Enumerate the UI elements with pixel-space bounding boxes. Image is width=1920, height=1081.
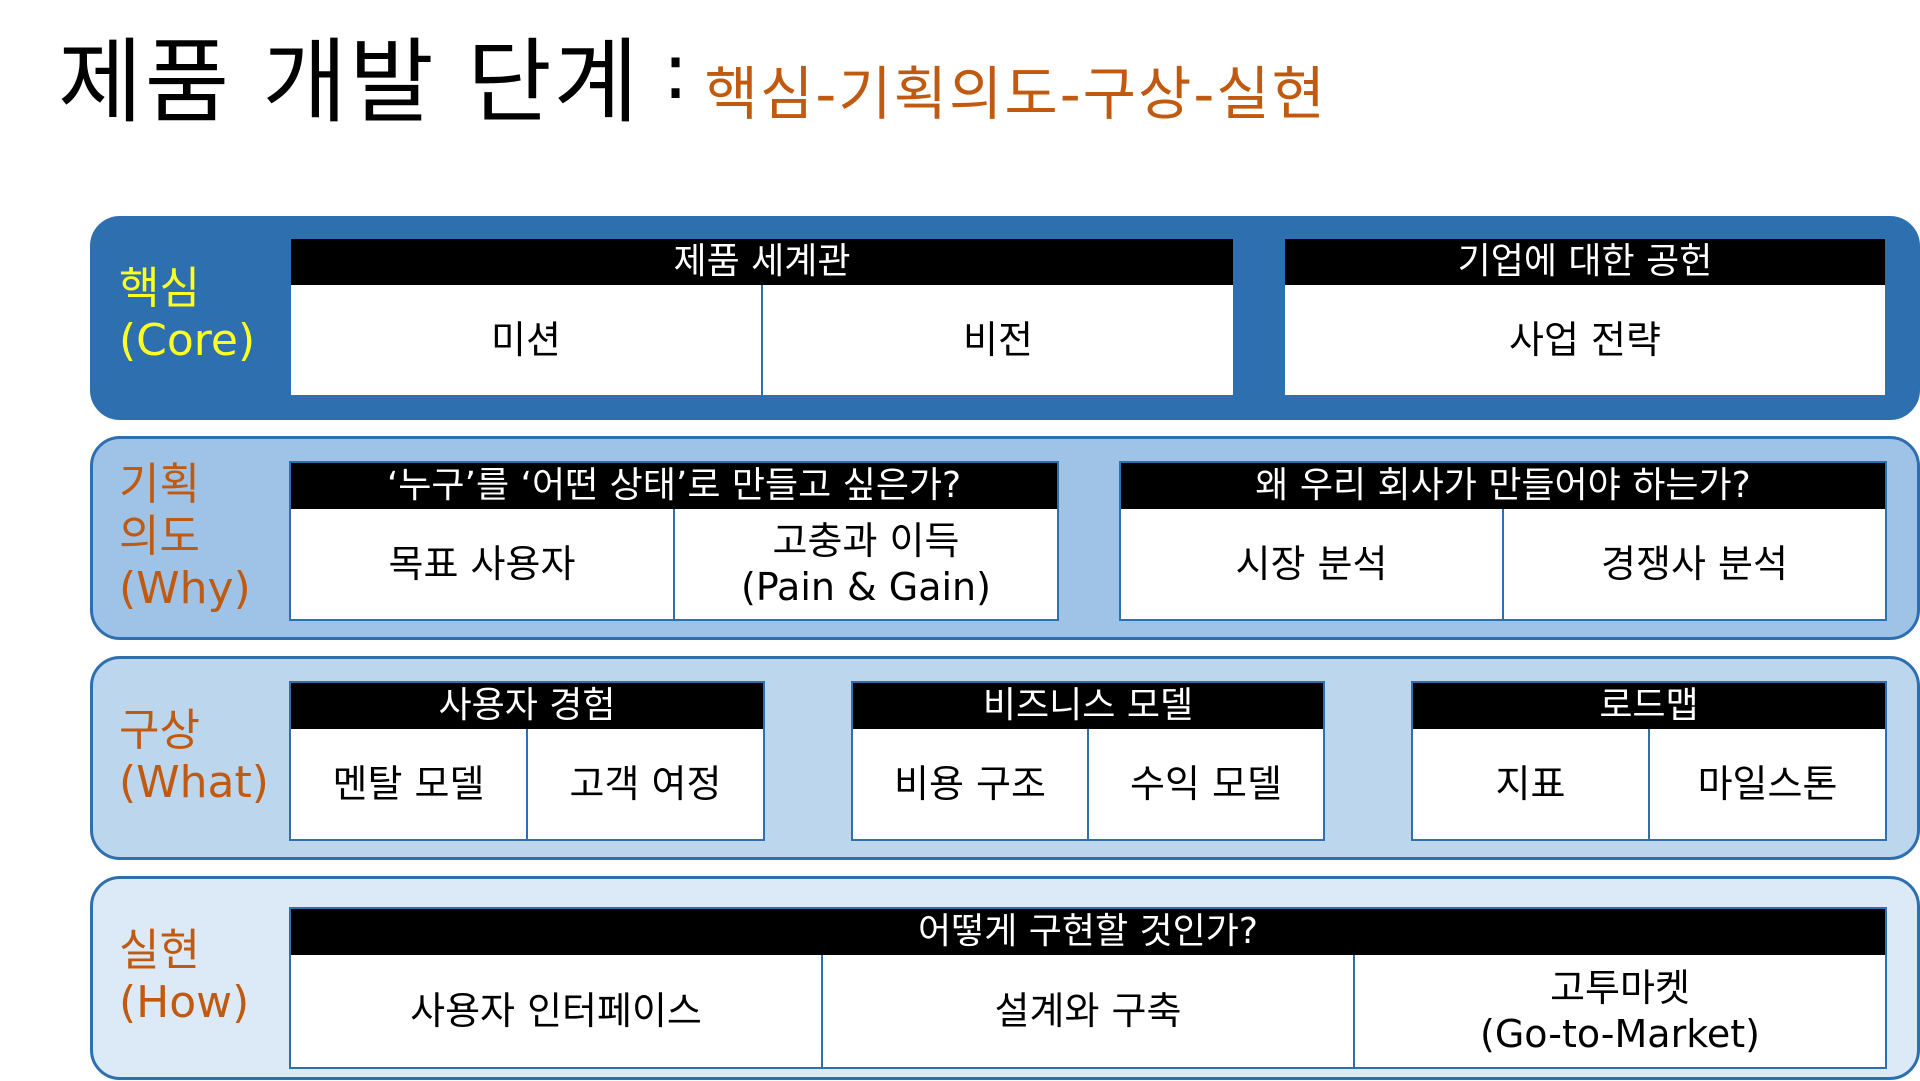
group-business-model: 비즈니스 모델 비용 구조 수익 모델 <box>851 681 1325 841</box>
title-separator: : <box>662 27 691 117</box>
group-header: 비즈니스 모델 <box>853 683 1323 729</box>
cell-business-strategy: 사업 전략 <box>1509 318 1661 362</box>
group-why-company: 왜 우리 회사가 만들어야 하는가? 시장 분석 경쟁사 분석 <box>1119 461 1887 621</box>
title-main: 제품 개발 단계 <box>58 29 641 136</box>
group-header: 어떻게 구현할 것인가? <box>291 909 1885 955</box>
band-label-how: 실현 (How) <box>119 925 250 1028</box>
group-user-experience: 사용자 경험 멘탈 모델 고객 여정 <box>289 681 765 841</box>
cell-mission: 미션 <box>491 318 561 362</box>
page-title: 제품 개발 단계:핵심-기획의도-구상-실현 <box>58 27 1328 149</box>
group-header: 사용자 경험 <box>291 683 763 729</box>
band-label-why: 기획 의도 (Why) <box>119 459 251 614</box>
title-subtitle: 핵심-기획의도-구상-실현 <box>704 60 1328 128</box>
cell-target-user: 목표 사용자 <box>388 542 576 586</box>
group-who-state: ‘누구’를 ‘어떤 상태’로 만들고 싶은가? 목표 사용자 고충과 이득 (P… <box>289 461 1059 621</box>
band-why: 기획 의도 (Why) ‘누구’를 ‘어떤 상태’로 만들고 싶은가? 목표 사… <box>90 436 1920 640</box>
cell-competitor-analysis: 경쟁사 분석 <box>1502 509 1885 619</box>
group-product-worldview: 제품 세계관 미션 비전 <box>289 237 1235 397</box>
cell-mental-model: 멘탈 모델 <box>332 762 485 806</box>
band-label-core: 핵심 (Core) <box>119 263 256 366</box>
cell-market-analysis: 시장 분석 <box>1235 542 1388 586</box>
band-core: 핵심 (Core) 제품 세계관 미션 비전 기업에 대한 공헌 사업 전략 <box>90 216 1920 420</box>
cell-vision: 비전 <box>761 285 1233 395</box>
cell-user-interface: 사용자 인터페이스 <box>410 989 702 1033</box>
cell-metrics: 지표 <box>1495 762 1566 806</box>
band-how: 실현 (How) 어떻게 구현할 것인가? 사용자 인터페이스 설계와 구축 고… <box>90 876 1920 1080</box>
cell-go-to-market: 고투마켓 (Go-to-Market) <box>1353 955 1885 1067</box>
group-roadmap: 로드맵 지표 마일스톤 <box>1411 681 1887 841</box>
group-header: 제품 세계관 <box>291 239 1233 285</box>
cell-milestone: 마일스톤 <box>1648 729 1885 839</box>
cell-cost-structure: 비용 구조 <box>894 762 1046 806</box>
cell-pain-gain: 고충과 이득 (Pain & Gain) <box>673 509 1057 619</box>
cell-revenue-model: 수익 모델 <box>1087 729 1323 839</box>
band-label-what: 구상 (What) <box>119 705 269 808</box>
cell-design-build: 설계와 구축 <box>821 955 1353 1067</box>
group-header: 기업에 대한 공헌 <box>1285 239 1885 285</box>
group-header: ‘누구’를 ‘어떤 상태’로 만들고 싶은가? <box>291 463 1057 509</box>
group-header: 왜 우리 회사가 만들어야 하는가? <box>1121 463 1885 509</box>
group-company-contribution: 기업에 대한 공헌 사업 전략 <box>1283 237 1887 397</box>
group-header: 로드맵 <box>1413 683 1885 729</box>
group-implementation: 어떻게 구현할 것인가? 사용자 인터페이스 설계와 구축 고투마켓 (Go-t… <box>289 907 1887 1069</box>
cell-customer-journey: 고객 여정 <box>526 729 763 839</box>
band-what: 구상 (What) 사용자 경험 멘탈 모델 고객 여정 비즈니스 모델 비용 … <box>90 656 1920 860</box>
